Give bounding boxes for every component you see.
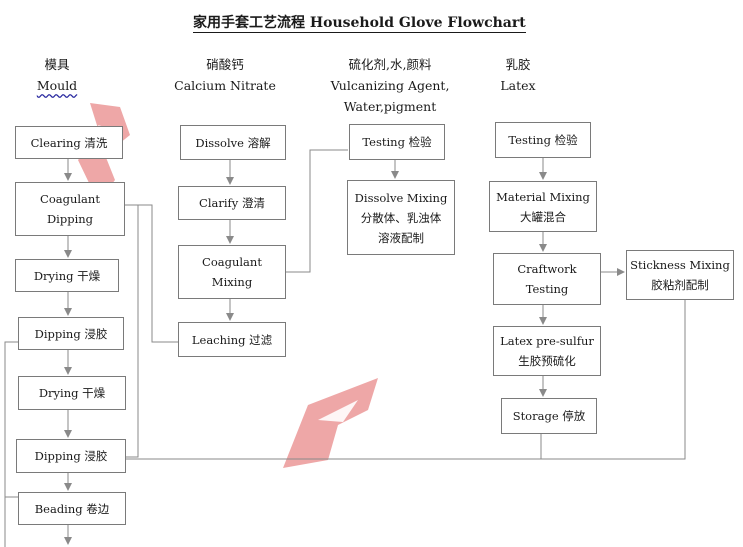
- step-stickness-mixing: Stickness Mixing 胶粘剂配制: [626, 250, 734, 300]
- step-label-2: Testing: [525, 282, 569, 296]
- step-label: Coagulant: [202, 255, 262, 269]
- page-title: 家用手套工艺流程 Household Glove Flowchart: [193, 15, 526, 33]
- step-leaching: Leaching 过滤: [178, 322, 286, 357]
- column-head-vulcanizing-agent: 硫化剂,水,颜料 Vulcanizing Agent, Water,pigmen…: [320, 54, 460, 117]
- step-label-3: 溶液配制: [378, 230, 424, 245]
- step-label: Clarify 澄清: [199, 196, 265, 210]
- step-coagulant-mixing: Coagulant Mixing: [178, 245, 286, 299]
- step-label: Latex pre-sulfur: [500, 334, 594, 348]
- step-label: Storage 停放: [512, 409, 586, 423]
- step-material-mixing: Material Mixing 大罐混合: [489, 181, 597, 232]
- step-label: Material Mixing: [496, 189, 590, 204]
- step-label-2: Dipping: [46, 212, 94, 226]
- step-label-2: 胶粘剂配制: [651, 278, 709, 292]
- step-label: Testing 检验: [508, 133, 578, 147]
- step-label: Stickness Mixing: [630, 258, 730, 272]
- step-label: Clearing 清洗: [30, 135, 108, 150]
- step-label: Coagulant: [40, 192, 100, 206]
- column-head-en: Latex: [500, 78, 536, 93]
- line-stickness-to-dipping-2: [126, 300, 686, 460]
- line-coagulant-dipping-to-leaching: [125, 204, 178, 343]
- step-dissolve-mixing: Dissolve Mixing 分散体、乳浊体 溶液配制: [347, 180, 455, 255]
- step-label: Testing 检验: [362, 135, 432, 149]
- step-label: Dissolve Mixing: [354, 190, 448, 205]
- line-coagulant-mixing-to-testing: [286, 149, 348, 273]
- column-head-zh: 乳胶: [505, 57, 531, 72]
- step-drying-1: Drying 干燥: [15, 259, 119, 292]
- column-head-latex: 乳胶 Latex: [483, 54, 553, 96]
- step-testing-2: Testing 检验: [495, 122, 591, 158]
- step-label: Dipping 浸胶: [34, 326, 108, 341]
- step-storage: Storage 停放: [501, 398, 597, 434]
- line-right-to-dipping-2: [126, 205, 139, 458]
- column-head-en: Mould: [36, 78, 78, 93]
- step-coagulant-dipping: Coagulant Dipping: [15, 182, 125, 236]
- column-head-mould: 模具 Mould: [22, 54, 92, 96]
- step-testing-1: Testing 检验: [349, 124, 445, 160]
- step-dissolve: Dissolve 溶解: [180, 125, 286, 160]
- step-label: Leaching 过滤: [191, 332, 273, 347]
- column-head-zh: 硝酸钙: [206, 57, 244, 72]
- column-head-en2: Water,pigment: [343, 99, 437, 114]
- step-beading: Beading 卷边: [18, 492, 126, 525]
- step-label: Beading 卷边: [34, 501, 110, 516]
- step-label-2: 分散体、乳浊体: [360, 210, 442, 225]
- step-label: Dissolve 溶解: [195, 135, 271, 150]
- step-clarify: Clarify 澄清: [178, 186, 286, 220]
- step-drying-2: Drying 干燥: [18, 376, 126, 410]
- step-craftwork-testing: Craftwork Testing: [493, 253, 601, 305]
- column-head-en: Vulcanizing Agent,: [330, 78, 450, 93]
- step-dipping-2: Dipping 浸胶: [16, 439, 126, 473]
- step-label-2: Mixing: [211, 275, 253, 289]
- column-head-zh: 模具: [44, 57, 70, 72]
- step-latex-presulfur: Latex pre-sulfur 生胶预硫化: [493, 326, 601, 376]
- step-clearing: Clearing 清洗: [15, 126, 123, 159]
- step-label: Dipping 浸胶: [34, 449, 108, 463]
- column-head-calcium-nitrate: 硝酸钙 Calcium Nitrate: [170, 54, 280, 96]
- column-head-zh: 硫化剂,水,颜料: [348, 57, 432, 72]
- column-head-en: Calcium Nitrate: [174, 78, 276, 93]
- step-label: Drying 干燥: [33, 268, 101, 283]
- step-label-2: 大罐混合: [520, 209, 566, 224]
- step-label-2: 生胶预硫化: [518, 354, 576, 368]
- step-label: Craftwork: [517, 262, 577, 276]
- line-left-return: [4, 341, 18, 547]
- watermark-logo-icon-2: [283, 378, 378, 468]
- step-dipping-1: Dipping 浸胶: [18, 317, 124, 350]
- step-label: Drying 干燥: [38, 386, 106, 400]
